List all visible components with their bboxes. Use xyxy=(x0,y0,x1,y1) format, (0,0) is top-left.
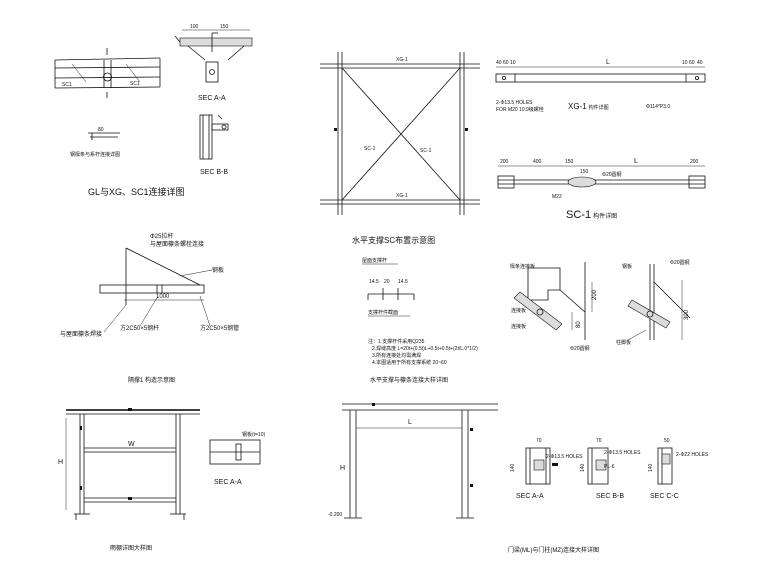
sec-b-holes: 2-Φ13.5 HOLES xyxy=(604,450,641,456)
detail2-title: 水平支撑SC布置示意图 xyxy=(352,235,435,245)
sec-a-holes: 2-Φ13.5 HOLES xyxy=(546,454,583,460)
canopy-note: 钢板(t=10) xyxy=(242,431,266,438)
detail-rod-connections: 200 80 檩条连接板 连接板 连接板 Φ20圆钢 300 Φ20圆钢 钢板 … xyxy=(510,259,691,352)
canopy-w: W xyxy=(128,441,135,448)
xg1-bottom-label: XG-1 xyxy=(396,193,408,199)
purlin-note-3: 4.本图适用于所有支撑系统 20~60 xyxy=(372,359,447,366)
sc1-label-suffix: 构件详图 xyxy=(593,212,617,220)
sec-a-height: 140 xyxy=(510,463,516,472)
detail-door-frame: L H -0.200 门梁(ML)与门柱(MZ)连接大样详图 xyxy=(328,403,599,554)
purlin-note-0: 注：1.支撑杆件采用Q235 xyxy=(368,338,425,345)
sec-c-dim: 50 xyxy=(664,438,670,444)
sec-aa-bottom: SEC A-A xyxy=(516,493,544,500)
sc1-dim-2: 150 xyxy=(565,159,574,165)
sc1-rod: Φ20圆钢 xyxy=(602,171,622,178)
xg1-label-code: XG-1 xyxy=(568,102,587,111)
sec-b-dim: 70 xyxy=(596,438,602,444)
rod-dim3: 300 xyxy=(684,309,690,320)
purlin-top-label: 屋面支撑杆 xyxy=(362,257,387,264)
sc1-dim-1: 400 xyxy=(533,159,542,165)
sec-c-height: 140 xyxy=(648,463,654,472)
purlin-dim-0: 14.5 xyxy=(369,279,379,285)
brace-note-top: 与屋面檩条螺栓连接 xyxy=(150,240,204,248)
sub-caption: 钢檩条与系杆连接详图 xyxy=(70,151,120,158)
xg1-pipe: Φ114*P3.0 xyxy=(646,104,670,110)
detail-xg1: 40 60 10 10 60 40 L 2-Φ13.5 HOLES FOR M2… xyxy=(495,59,706,113)
xg1-top-label: XG-1 xyxy=(396,57,408,63)
brace-len: 1000 xyxy=(156,294,170,300)
rod-dim2: 80 xyxy=(576,321,582,328)
xg1-dims-right-0: 10 xyxy=(682,60,688,66)
rod-label-top-left: 檩条连接板 xyxy=(510,263,535,270)
door-title: 门梁(ML)与门柱(MZ)连接大样详图 xyxy=(508,546,599,554)
canopy-title: 雨棚详图大样图 xyxy=(110,544,152,552)
canopy-h: H xyxy=(58,459,63,466)
rod-top-right: Φ20圆钢 xyxy=(670,259,690,266)
xg1-dims-left-1: 60 xyxy=(503,60,509,66)
sc1-label-right: SC1 xyxy=(130,81,140,87)
door-h: H xyxy=(340,465,345,472)
sc-label-b: SC-1 xyxy=(420,148,432,154)
sec-a-dim: 70 xyxy=(536,438,542,444)
purlin-dim-1: 20 xyxy=(384,279,390,285)
sec-c-holes: 2-Φ22 HOLES xyxy=(676,452,709,458)
detail-brace1: 1000 Φ25拉杆 与屋面檩条螺栓连接 钢板 与屋面檩条焊接 方2C50×5钢… xyxy=(60,232,239,384)
door-level: -0.200 xyxy=(328,512,342,518)
sc1-span: L xyxy=(634,158,638,165)
xg1-dims-right-1: 60 xyxy=(689,60,695,66)
brace-left-note: 与屋面檩条焊接 xyxy=(60,330,102,338)
rod-label-a: 连接板 xyxy=(511,307,526,314)
brace-rod: Φ25拉杆 xyxy=(150,232,173,240)
purlin-note-1: 2.焊缝高度 L=20t+(0.5t)L+0.5t+0.5t+(2t/L.0*1… xyxy=(372,345,478,352)
brace-title: 隔撑1 构造示意图 xyxy=(128,376,175,384)
detail-sc-layout: XG-1 XG-1 SC-1 SC-1 水平支撑SC布置示意图 xyxy=(320,52,480,245)
xg1-for-bolts: FOR M20 10.9级螺栓 xyxy=(496,106,544,113)
sc1-dim-end: 200 xyxy=(690,159,699,165)
xg1-dims-left-0: 40 xyxy=(496,60,502,66)
sc-label-a: SC-1 xyxy=(364,146,376,152)
detail1-title: GL与XG、SC1连接详图 xyxy=(88,186,185,197)
rod-label-c: 柱脚板 xyxy=(616,339,631,346)
dim-80: 80 xyxy=(98,127,104,133)
sc1-label-code: SC-1 xyxy=(566,209,591,221)
canopy-sec: SEC A-A xyxy=(214,479,242,486)
sec-bb-top: SEC B-B xyxy=(200,169,228,176)
sec-bb-bottom: SEC B-B xyxy=(596,493,624,500)
rod-label-b: 连接板 xyxy=(511,323,526,330)
brace-plate: 钢板 xyxy=(212,266,224,274)
sc1-dim-3: 150 xyxy=(580,169,589,175)
brace-ang2: 方2C50×5钢管 xyxy=(200,324,239,332)
purlin-sec-caption: 支撑杆件截面 xyxy=(368,309,398,316)
rod-label-d: 钢板 xyxy=(622,263,632,270)
brace-ang1: 方2C50×5钢杆 xyxy=(120,324,159,332)
purlin-title: 水平支撑与檩条连接大样详图 xyxy=(370,376,448,384)
purlin-note-2: 3.所有连接处均需满焊 xyxy=(372,352,421,359)
sc1-bolt: M22 xyxy=(552,194,562,200)
xg1-span: L xyxy=(606,59,610,66)
sc1-label-left: SC1 xyxy=(62,82,72,88)
rod-dim1: 200 xyxy=(592,289,598,300)
sec-aa-top: SEC A-A xyxy=(198,95,226,102)
door-l: L xyxy=(408,419,412,426)
sec-cc-bottom: SEC C-C xyxy=(650,493,679,500)
sec-b-height: 140 xyxy=(580,463,586,472)
xg1-dims-left-2: 10 xyxy=(510,60,516,66)
sc1-dim-0: 200 xyxy=(500,159,509,165)
purlin-dim-2: 14.5 xyxy=(398,279,408,285)
xg1-holes: 2-Φ13.5 HOLES xyxy=(496,100,533,106)
xg1-dims-right-2: 40 xyxy=(697,60,703,66)
rod-bottom-left: Φ20圆钢 xyxy=(570,345,590,352)
detail-sections: 70 2-Φ13.5 HOLES 140 SEC A-A 70 2-Φ13.5 … xyxy=(510,438,709,500)
detail-canopy: W H 钢板(t=10) SEC A-A 雨棚详图大样图 xyxy=(58,408,266,552)
detail-brace-purlin: 屋面支撑杆 14.5 20 14.5 支撑杆件截面 注：1.支撑杆件采用Q235… xyxy=(362,257,478,384)
dim-150: 150 xyxy=(220,24,229,30)
dim-100: 100 xyxy=(190,24,199,30)
xg1-label-suffix: 构件详图 xyxy=(589,104,609,111)
detail-gl-xg-sc1: SC1 SC1 80 钢檩条与系杆连接详图 100 150 SEC A-A SE… xyxy=(54,24,253,197)
sec-b-pl: PL-6 xyxy=(604,464,615,470)
